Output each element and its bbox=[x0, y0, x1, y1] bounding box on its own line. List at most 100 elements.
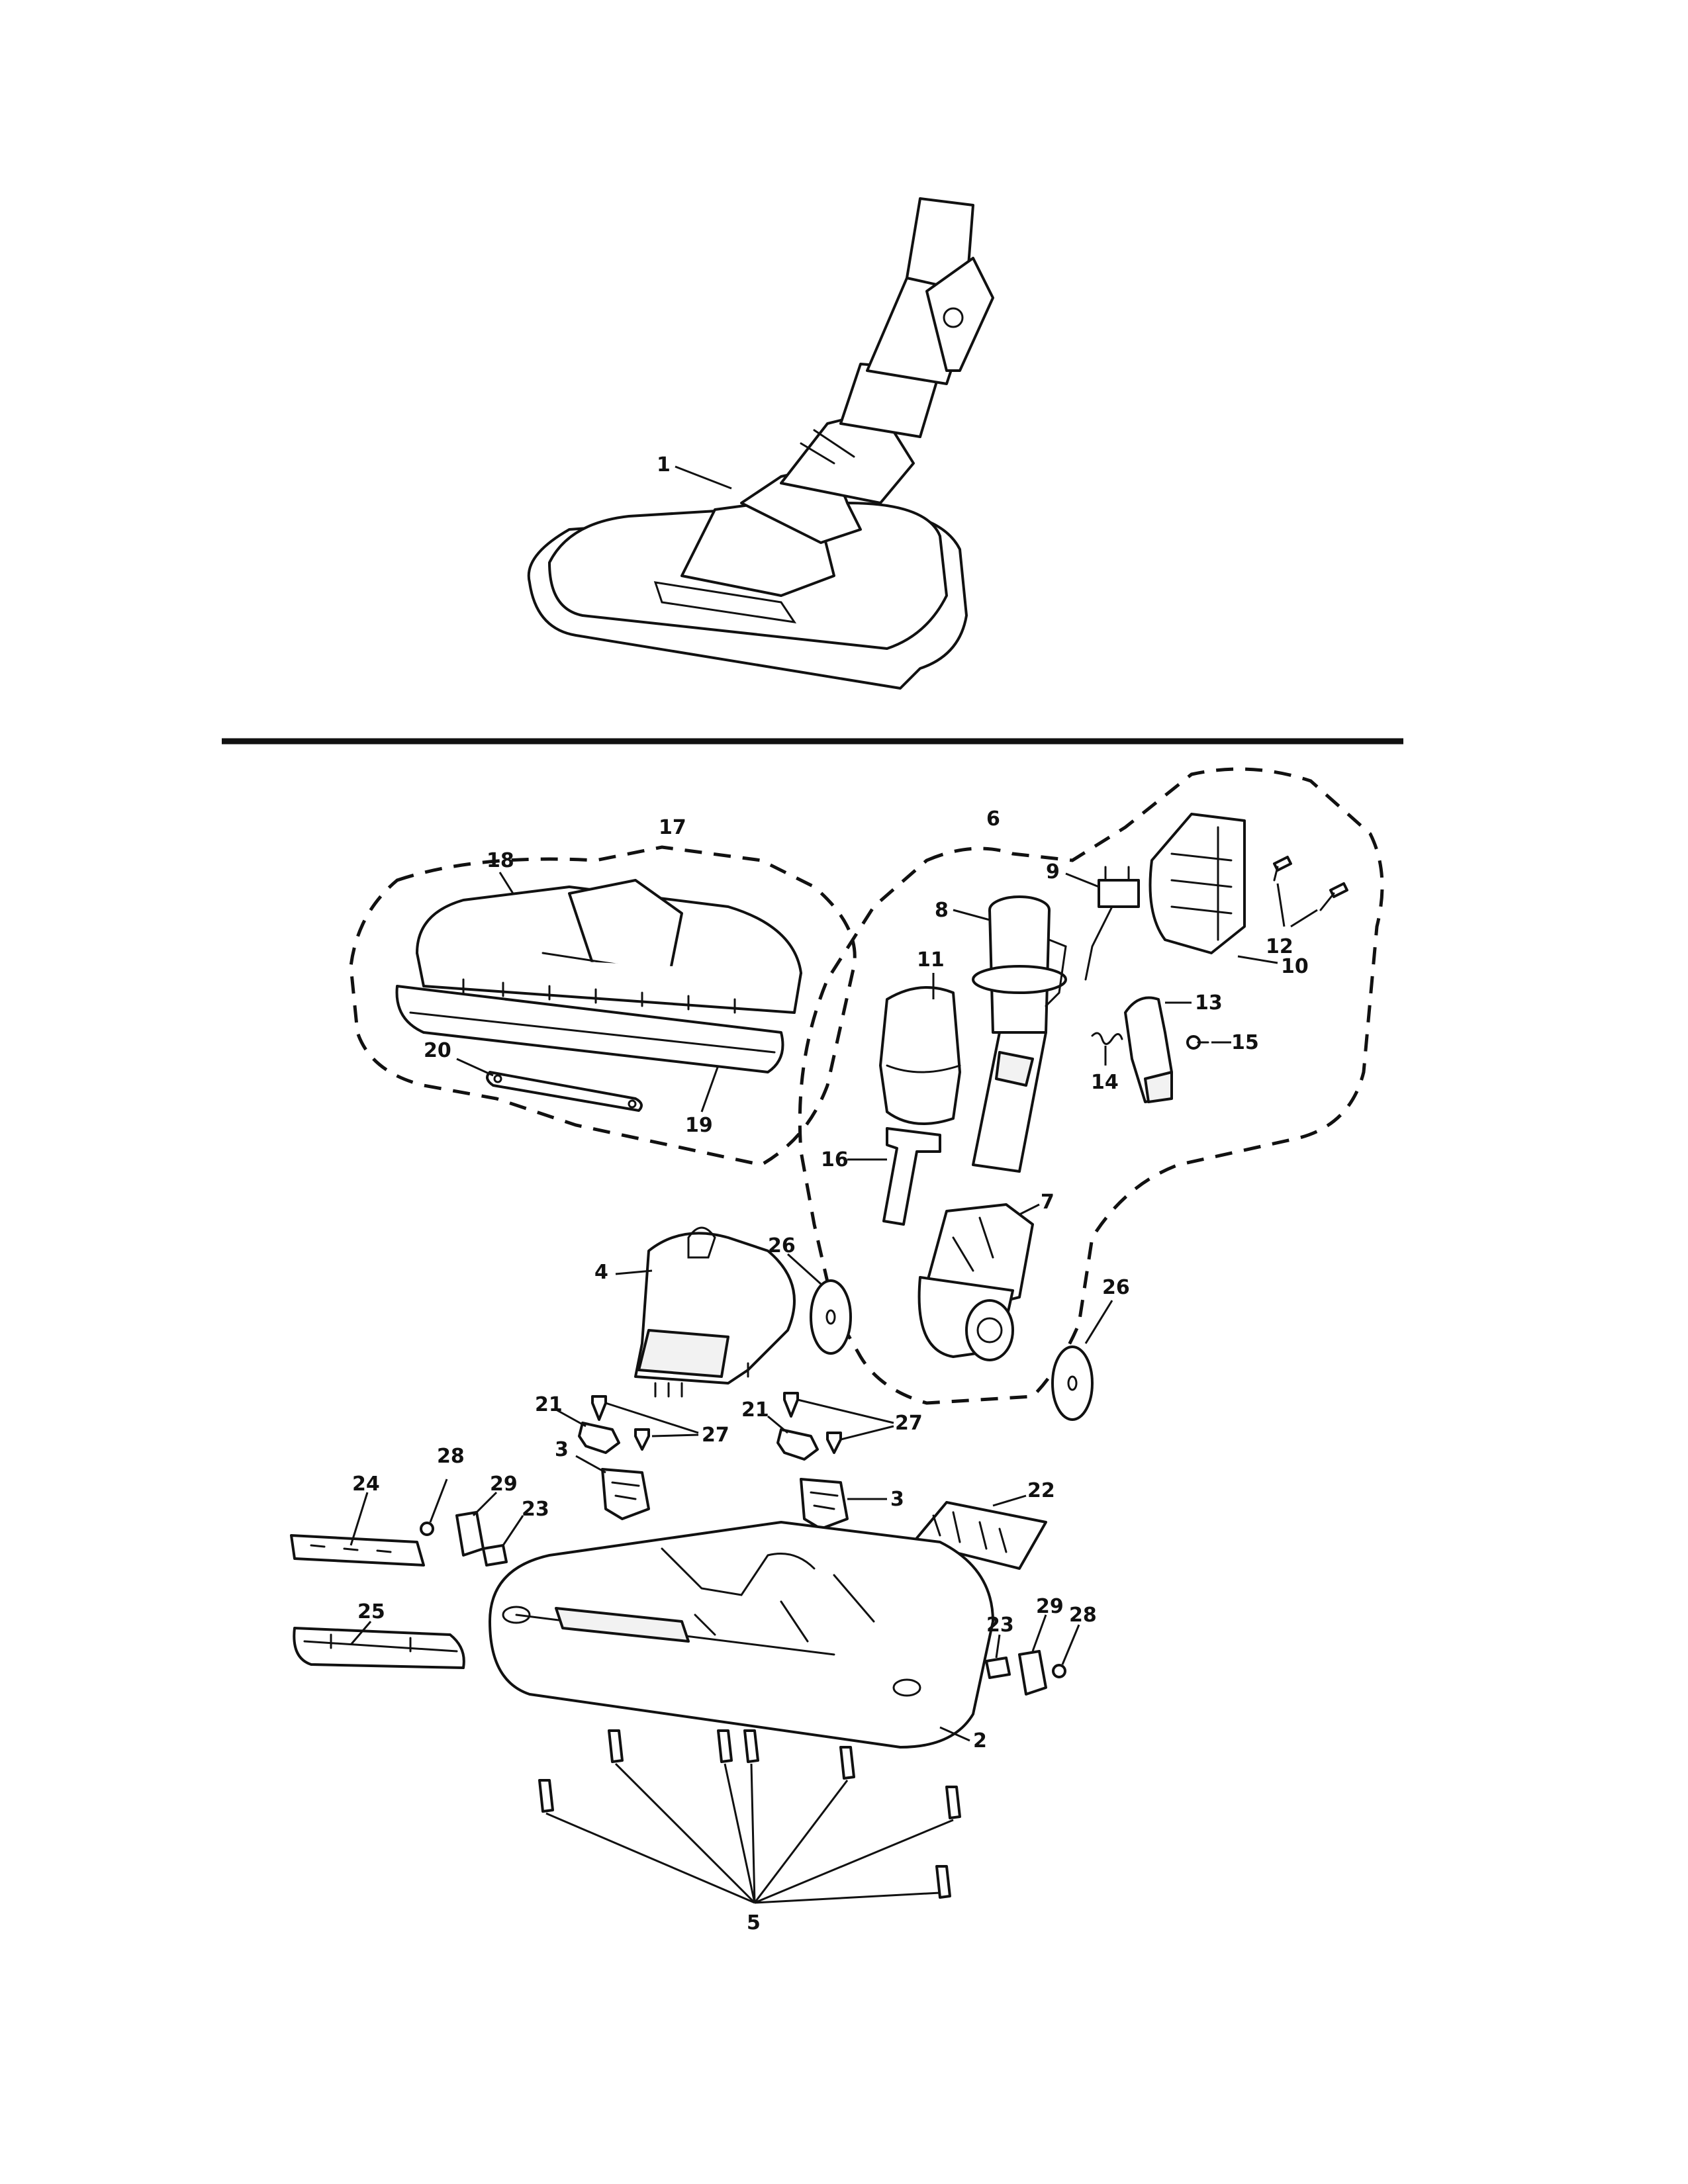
leader-23b bbox=[995, 1634, 1001, 1659]
leader-29a bbox=[472, 1491, 498, 1517]
leader-7 bbox=[1019, 1203, 1040, 1216]
part-7-swivel-joint bbox=[917, 1203, 1034, 1361]
part-21-clip-right bbox=[776, 1428, 819, 1461]
leader-24 bbox=[350, 1492, 369, 1546]
leader-26b bbox=[1084, 1300, 1113, 1344]
callout-24: 24 bbox=[352, 1473, 380, 1496]
part-12-pins bbox=[1273, 856, 1348, 911]
leader-10 bbox=[1237, 955, 1278, 964]
leader-29b bbox=[1031, 1614, 1047, 1652]
callout-23a: 23 bbox=[522, 1498, 549, 1521]
callout-2: 2 bbox=[973, 1729, 987, 1752]
callout-5: 5 bbox=[747, 1911, 761, 1934]
part-15-screw bbox=[1186, 1035, 1209, 1050]
part-29-plate-left bbox=[455, 1511, 485, 1557]
callout-15: 15 bbox=[1231, 1031, 1259, 1054]
part-19-bumper bbox=[395, 985, 784, 1073]
part-20-strip bbox=[486, 1071, 643, 1112]
part-27-screws-left bbox=[591, 1395, 650, 1451]
leader-20 bbox=[456, 1058, 494, 1077]
leader-3a bbox=[575, 1455, 606, 1474]
callout-28a: 28 bbox=[437, 1445, 465, 1468]
part-4-cover bbox=[634, 1226, 796, 1398]
leader-12 bbox=[1276, 883, 1286, 927]
callout-14: 14 bbox=[1091, 1071, 1119, 1094]
callout-10: 10 bbox=[1281, 955, 1309, 978]
callout-27b: 27 bbox=[895, 1412, 923, 1435]
leader-21b bbox=[767, 1415, 788, 1434]
leader-28a bbox=[429, 1479, 448, 1523]
callout-7: 7 bbox=[1041, 1191, 1055, 1214]
leader-12b bbox=[1290, 909, 1318, 928]
leader-19 bbox=[700, 1065, 720, 1113]
part-28-screw-right bbox=[1052, 1664, 1066, 1678]
leader-27a1 bbox=[605, 1402, 699, 1434]
leader-2 bbox=[939, 1726, 970, 1742]
leader-23a bbox=[502, 1515, 524, 1546]
leaders-5 bbox=[545, 1762, 954, 1904]
part-8-neck-tube bbox=[972, 895, 1067, 1173]
callout-19: 19 bbox=[685, 1114, 713, 1137]
part-18-top-cover bbox=[416, 879, 802, 1014]
part-21-clip-left bbox=[578, 1422, 620, 1454]
part-2-base-plate bbox=[489, 1521, 994, 1749]
callout-20: 20 bbox=[424, 1039, 451, 1062]
callout-22: 22 bbox=[1027, 1479, 1055, 1502]
callout-28b: 28 bbox=[1069, 1604, 1097, 1627]
leader-27b1 bbox=[797, 1398, 894, 1424]
leader-22 bbox=[992, 1494, 1027, 1507]
callout-29b: 29 bbox=[1036, 1595, 1064, 1618]
callout-26b: 26 bbox=[1102, 1276, 1130, 1299]
part-14-spring bbox=[1091, 1032, 1123, 1045]
group-outline-17 bbox=[349, 845, 857, 1167]
callout-3a: 3 bbox=[555, 1438, 569, 1461]
part-25-end-cap bbox=[293, 1627, 465, 1669]
leader-28b bbox=[1061, 1624, 1080, 1665]
callout-25: 25 bbox=[357, 1600, 385, 1623]
callout-27a: 27 bbox=[702, 1424, 729, 1447]
part-29-plate-right bbox=[1018, 1650, 1047, 1696]
callout-1: 1 bbox=[657, 453, 671, 477]
leader-27b2 bbox=[840, 1425, 894, 1441]
part-16-lever bbox=[882, 1127, 941, 1226]
callout-8: 8 bbox=[935, 899, 949, 922]
callout-29a: 29 bbox=[490, 1473, 518, 1496]
part-22-circuit-board bbox=[912, 1501, 1047, 1570]
part-10-housing bbox=[1149, 813, 1246, 954]
callout-4: 4 bbox=[594, 1261, 608, 1284]
part-26-washer-left bbox=[810, 1279, 852, 1355]
assembled-floor-nozzle bbox=[527, 197, 994, 690]
part-23-bushing-left bbox=[482, 1544, 508, 1567]
leader-26a bbox=[786, 1253, 822, 1285]
callout-12: 12 bbox=[1266, 935, 1293, 958]
part-13-latch bbox=[1124, 996, 1173, 1103]
callout-3b: 3 bbox=[890, 1488, 904, 1511]
leader-21a bbox=[555, 1408, 586, 1428]
part-28-screw-left bbox=[420, 1522, 434, 1536]
part-11-sleeve bbox=[879, 986, 961, 1125]
leader-9 bbox=[1065, 872, 1100, 888]
part-24-side-panel bbox=[290, 1534, 425, 1567]
part-23-bushing-right bbox=[985, 1657, 1011, 1679]
part-5-screws bbox=[538, 1729, 961, 1899]
callout-6: 6 bbox=[986, 807, 1000, 831]
part-3-bracket-left bbox=[601, 1468, 650, 1520]
part-3-bracket-right bbox=[800, 1478, 849, 1530]
leader-27a2 bbox=[651, 1433, 699, 1437]
callout-13: 13 bbox=[1195, 991, 1223, 1015]
callout-21a: 21 bbox=[535, 1393, 563, 1416]
leader-25 bbox=[350, 1621, 372, 1645]
leader-18 bbox=[498, 872, 514, 894]
part-26-washer-right bbox=[1051, 1345, 1094, 1421]
part-9-connector bbox=[1084, 866, 1140, 981]
callout-26a: 26 bbox=[768, 1234, 796, 1257]
leader-8 bbox=[953, 909, 990, 921]
callout-11: 11 bbox=[917, 948, 945, 972]
callout-21b: 21 bbox=[741, 1398, 769, 1422]
callout-18: 18 bbox=[487, 849, 514, 872]
callout-9: 9 bbox=[1046, 860, 1060, 884]
callout-16: 16 bbox=[821, 1148, 849, 1171]
leader-4 bbox=[615, 1269, 653, 1275]
callout-17: 17 bbox=[659, 816, 686, 839]
